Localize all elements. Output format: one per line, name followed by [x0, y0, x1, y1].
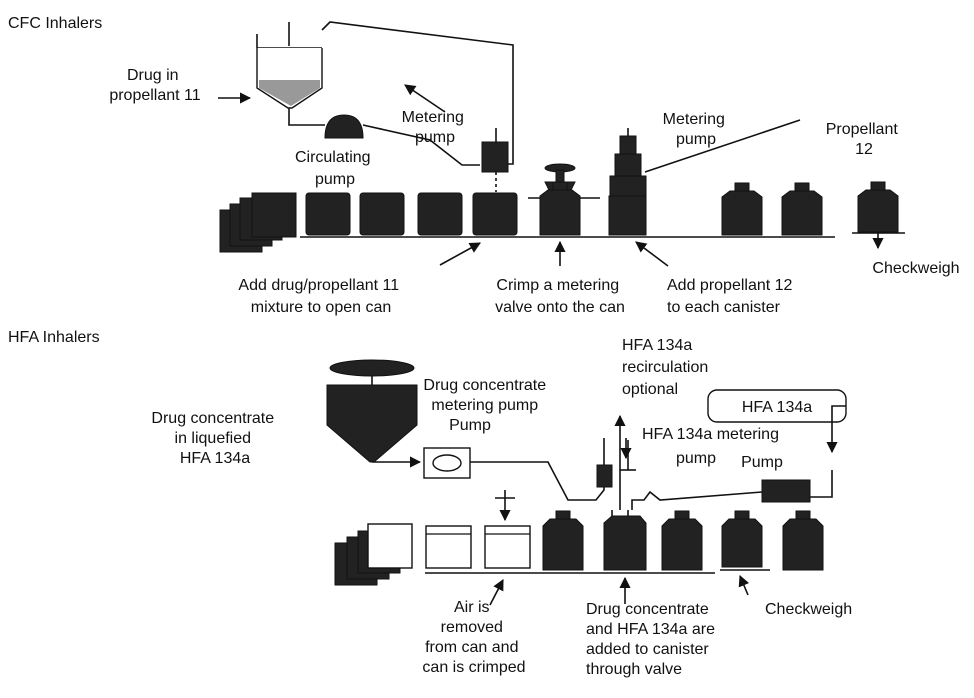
- cfc-checkweigh-canister: [857, 181, 899, 250]
- cfc-can: [305, 192, 351, 236]
- hfa-pump-label: Pump: [741, 454, 783, 471]
- hfa-canister: [542, 510, 584, 571]
- cfc-can-stack: [219, 192, 297, 253]
- hfa-step-air-removed: Air is removed from can and can is crimp…: [422, 599, 525, 676]
- cfc-step-crimp: Crimp a metering valve onto the can: [495, 277, 625, 316]
- hfa-pump-icon: [761, 479, 811, 503]
- metering-pump-1-label: Metering pump: [402, 109, 469, 146]
- hfa-canister: [603, 515, 647, 571]
- cfc-section-title: CFC Inhalers: [8, 15, 102, 32]
- hfa-open-can: [484, 525, 531, 569]
- hfa-section-title: HFA Inhalers: [8, 329, 100, 346]
- cfc-can: [472, 192, 518, 236]
- hfa-step-drug-added: Drug concentrate and HFA 134a are added …: [586, 601, 719, 678]
- metering-pump-1-icon: [481, 128, 509, 192]
- cfc-can: [359, 192, 405, 236]
- hfa-open-can: [425, 525, 472, 569]
- hfa-canister: [661, 510, 703, 571]
- drug-concentrate-source-label: Drug concentrate in liquefied HFA 134a: [151, 410, 278, 467]
- recirculation-label: HFA 134a recirculation optional: [622, 337, 713, 398]
- propellant-12-label: Propellant 12: [826, 121, 903, 158]
- hfa-checkweigh-label: Checkweigh: [765, 601, 852, 618]
- metering-pump-2-label: Metering pump: [663, 111, 730, 148]
- hfa-drug-tank: [326, 359, 418, 463]
- hfa-metering-pump-label: HFA 134a metering pump: [642, 426, 783, 467]
- cfc-canister: [781, 182, 823, 236]
- hfa-canister: [721, 510, 763, 568]
- drug-tank: [256, 22, 323, 118]
- hfa-134a-box-label: HFA 134a: [742, 399, 812, 416]
- drug-concentrate-pump-label: Drug concentrate metering pump Pump: [423, 377, 550, 434]
- hfa-can-stack: [334, 523, 413, 586]
- cfc-can: [417, 192, 463, 236]
- hfa-crimp-tool-icon: [495, 490, 515, 522]
- cfc-canister: [539, 181, 581, 236]
- cfc-step-add-propellant: Add propellant 12 to each canister: [667, 277, 797, 316]
- metering-pump-2-icon: [609, 128, 647, 197]
- hfa-canister: [782, 510, 824, 571]
- hfa-valve-tool-icon: [620, 440, 636, 471]
- cfc-step-add-drug: Add drug/propellant 11 mixture to open c…: [238, 277, 403, 316]
- circulating-pump-label: Circulating pump: [295, 149, 375, 188]
- cfc-canister: [608, 195, 647, 236]
- cfc-canister: [721, 182, 763, 236]
- cfc-checkweigh-label: Checkweigh: [872, 260, 959, 277]
- hfa-metering-head-icon: [596, 464, 613, 488]
- circulating-pump-icon: [324, 114, 364, 139]
- drug-in-propellant-label: Drug in propellant 11: [109, 67, 200, 104]
